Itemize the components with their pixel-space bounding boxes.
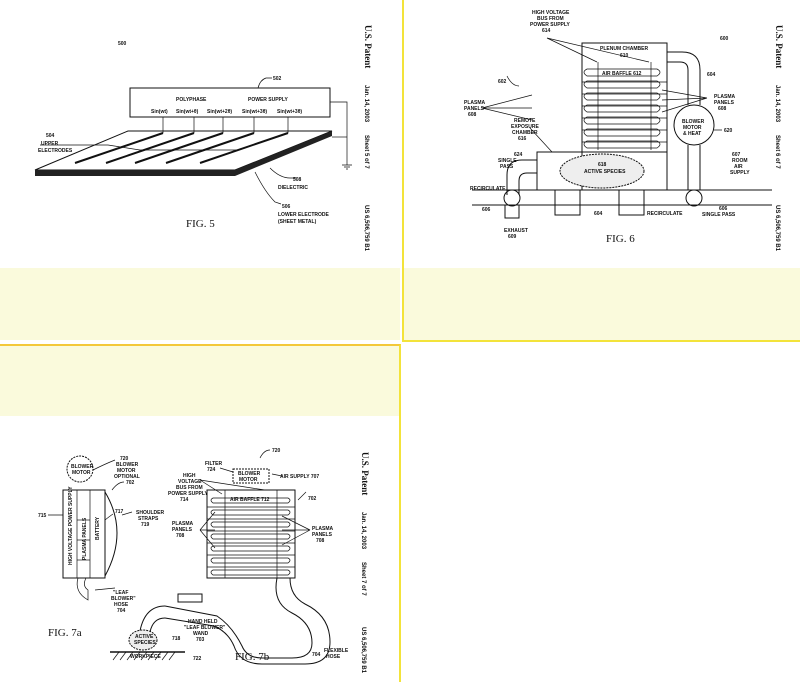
label: AIR BAFFLE 712 [230,497,270,503]
sheet-header: U.S. Patent Jan. 14, 2003 Sheet 7 of 7 U… [360,452,370,674]
phase-label: Sin(wt+θ) [176,109,199,115]
label: 704 [312,652,321,658]
ref-506: 506 [282,204,291,210]
label: 606 [482,207,491,213]
label: 722 [193,656,202,662]
svg-text:US 6,506,759 B1: US 6,506,759 B1 [774,205,780,252]
label: 704 [117,608,126,614]
highlight-band [404,268,800,340]
label: SUPPLY [730,170,750,176]
label-power-supply: POWER SUPPLY [248,97,288,103]
valve-left [504,190,520,206]
label-polyphase: POLYPHASE [176,97,207,103]
figure-label: FIG. 5 [186,218,215,230]
label: 720 [272,448,281,454]
svg-text:U.S. Patent: U.S. Patent [363,25,373,68]
valve-right [686,190,702,206]
figure-ref: 600 [720,36,729,42]
patent-sheet-5: 500 502 POLYPHASE POWER SUPPLY Sin(wt) S… [0,0,400,340]
label-upper: UPPER [41,141,59,147]
figure-label: FIG. 7b [235,651,270,663]
label: 708 [316,538,325,544]
label-electrodes: ELECTRODES [38,148,73,154]
label: 616 [518,136,527,142]
label: ACTIVE SPECIES [584,169,626,175]
label: 724 [207,467,216,473]
svg-text:Jan. 14, 2003: Jan. 14, 2003 [363,85,369,123]
label: SPECIES [134,640,156,646]
ref-508: 508 [293,177,302,183]
fig-6-drawing: 600 [404,0,800,268]
label-sheet-metal: (SHEET METAL) [278,219,317,225]
label: MOTOR [72,470,91,476]
label: 714 [180,497,189,503]
label: 708 [176,533,185,539]
figure-label: FIG. 6 [606,233,635,245]
phase-label: Sin(wt+3θ) [277,109,302,115]
label-lower-electrode: LOWER ELECTRODE [278,212,329,218]
label: 719 [141,522,150,528]
shoulder-strap [105,492,117,576]
svg-text:Sheet 5 of 7: Sheet 5 of 7 [363,135,369,169]
sheet-header: U.S. Patent Jan. 14, 2003 Sheet 5 of 7 U… [363,25,373,252]
label: PLASMA PANELS [82,517,88,560]
label: 702 [308,496,317,502]
ref-504: 504 [46,133,55,139]
label-dielectric: DIELECTRIC [278,185,308,191]
label: 602 [498,79,507,85]
label: HIGH VOLTAGE POWER SUPPLY [68,486,74,565]
label: 717 [115,509,124,515]
label: 608 [718,106,727,112]
phase-label: Sin(wt) [151,109,168,115]
svg-text:Sheet 7 of 7: Sheet 7 of 7 [360,562,366,596]
label: RECIRCULATE [470,186,506,192]
ref-502: 502 [273,76,282,82]
sheet-header: U.S. Patent Jan. 14, 2003 Sheet 6 of 7 U… [774,25,784,252]
svg-text:U.S. Patent: U.S. Patent [774,25,784,68]
figure-label: FIG. 7a [48,627,82,639]
svg-text:Sheet 6 of 7: Sheet 6 of 7 [774,135,780,169]
svg-text:Jan. 14, 2003: Jan. 14, 2003 [774,85,780,123]
label: SINGLE PASS [702,212,736,218]
label: & HEAT [683,131,701,137]
fig-5-drawing: 500 502 POLYPHASE POWER SUPPLY Sin(wt) S… [0,0,400,268]
leader-line [258,78,272,88]
label: 703 [196,637,205,643]
label: PASS [500,164,514,170]
label: 614 [542,28,551,34]
lower-electrode [35,131,332,176]
label: 618 [598,162,607,168]
patent-sheet-7: HIGH VOLTAGE POWER SUPPLY PLASMA PANELS … [0,344,401,682]
figure-ref: 500 [118,41,127,47]
phase-label: Sin(wt+3θ) [242,109,267,115]
svg-text:U.S. Patent: U.S. Patent [360,452,370,495]
svg-text:Jan. 14, 2003: Jan. 14, 2003 [360,512,366,550]
svg-text:US 6,506,759 B1: US 6,506,759 B1 [360,627,366,674]
label: BATTERY [95,516,101,540]
label: 604 [594,211,603,217]
label: AIR SUPPLY 707 [280,474,319,480]
label: 702 [126,480,135,486]
phase-label: Sin(wt+2θ) [207,109,232,115]
label: 715 [38,513,47,519]
label: MOTOR [239,477,258,483]
label: 608 [468,112,477,118]
label: HOSE [326,654,341,660]
fig-7-drawing: HIGH VOLTAGE POWER SUPPLY PLASMA PANELS … [0,346,399,682]
highlight-band [0,268,400,340]
label: AIR BAFFLE 612 [602,71,642,77]
label: 718 [172,636,181,642]
label: RECIRCULATE [647,211,683,217]
svg-text:US 6,506,759 B1: US 6,506,759 B1 [363,205,369,252]
label: 609 [508,234,517,240]
label: 610 [620,53,629,59]
label: 604 [707,72,716,78]
patent-sheet-6: 600 [402,0,800,342]
label: 620 [724,128,733,134]
label: PLENUM CHAMBER [600,46,648,52]
label: WORKPIECE [130,654,162,660]
